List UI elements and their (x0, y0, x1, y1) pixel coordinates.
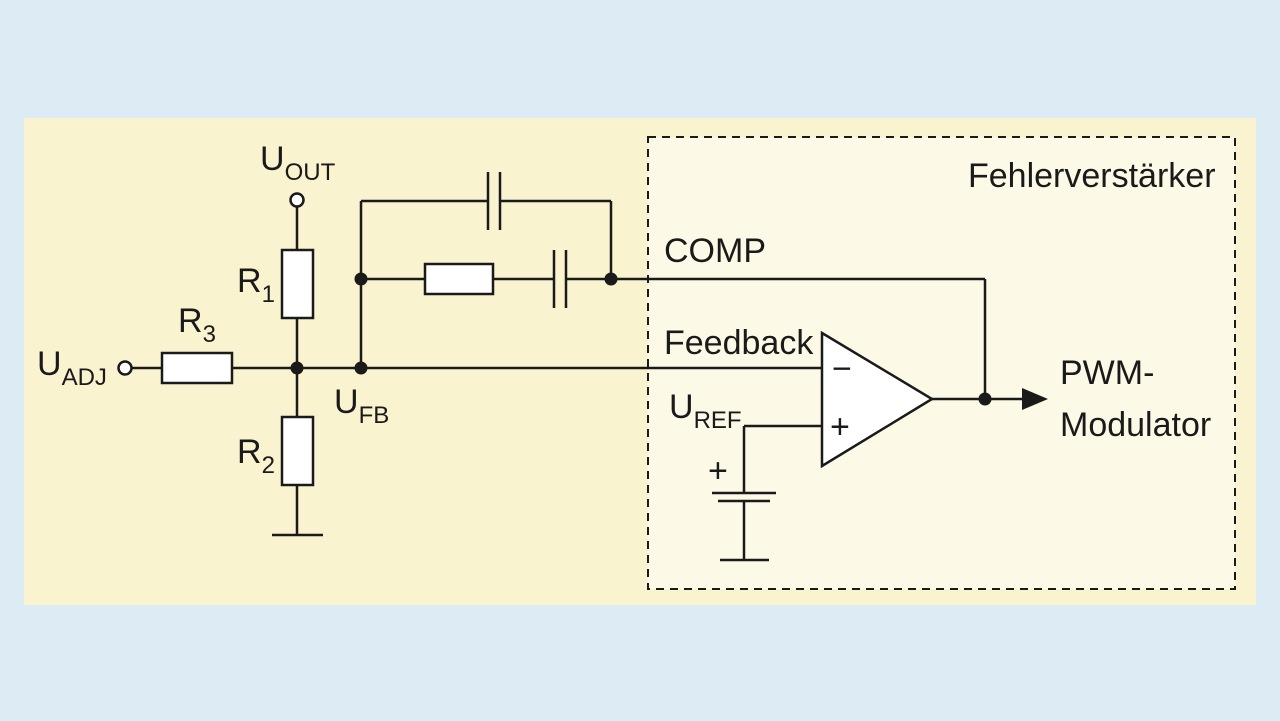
u-fb-label: UFB (334, 383, 389, 429)
battery-plus: + (708, 452, 728, 490)
u-out-terminal (289, 192, 305, 208)
compensation-capacitor-middle (552, 250, 568, 308)
op-amp (820, 330, 935, 469)
wires (132, 199, 1024, 562)
feedback-label: Feedback (664, 324, 814, 362)
pwm-label-line1: PWM- (1060, 354, 1154, 392)
u-adj-terminal (117, 360, 133, 376)
error-amplifier-box (647, 136, 1236, 590)
compensation-resistor (423, 262, 495, 296)
u-out-label: UOUT (260, 140, 336, 186)
r3-label: R3 (178, 302, 216, 348)
junction-dots (290, 272, 992, 406)
output-arrow (1022, 388, 1048, 410)
pwm-label-line2: Modulator (1060, 406, 1211, 444)
resistor-r3 (160, 351, 234, 385)
r1-label: R1 (237, 262, 275, 308)
resistor-r2 (280, 415, 315, 487)
resistor-r1 (280, 248, 315, 320)
comp-label: COMP (664, 232, 766, 270)
r2-label: R2 (237, 433, 275, 479)
op-amp-minus: − (832, 350, 852, 388)
reference-battery (712, 491, 776, 503)
op-amp-plus: + (830, 408, 850, 446)
compensation-capacitor-top (486, 172, 502, 230)
u-ref-label: UREF (669, 388, 742, 434)
error-amplifier-title: Fehlerverstärker (968, 157, 1216, 195)
u-adj-label: UADJ (37, 345, 107, 391)
